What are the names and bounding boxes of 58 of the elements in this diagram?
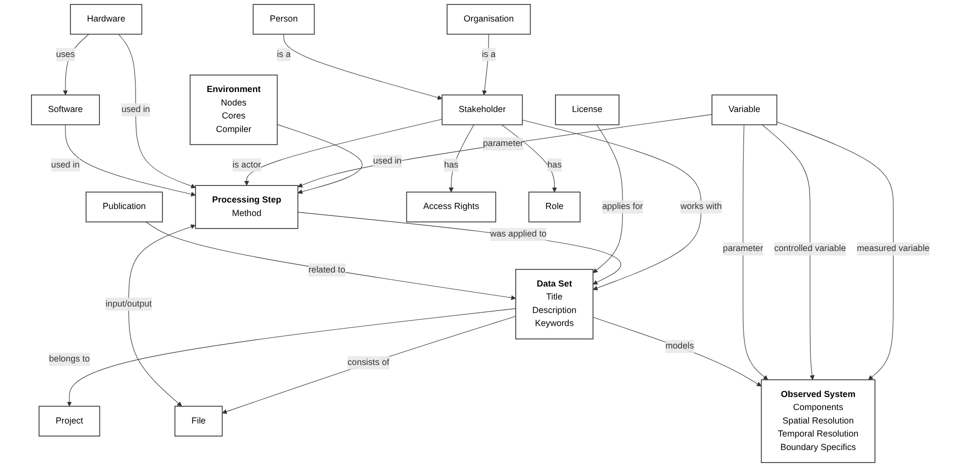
arrow: [592, 316, 762, 386]
arrow: [448, 124, 474, 192]
node-box: Data Set Title Description Keywords: [514, 268, 593, 340]
edge-label: applies for: [602, 202, 642, 212]
edge-label: measured variable: [856, 244, 930, 254]
arrow: [297, 212, 621, 285]
arrow: [742, 124, 768, 380]
edge-label: works with: [680, 202, 722, 212]
arrow: [145, 222, 516, 300]
node-box: Organisation: [446, 4, 530, 35]
arrow: [482, 34, 488, 96]
arrow: [128, 224, 196, 406]
edge-label: belongs to: [48, 354, 90, 364]
node-box: Project: [38, 406, 100, 436]
node-box: Variable: [711, 94, 777, 126]
edge-label: was applied to: [490, 229, 546, 239]
edge-label: parameter: [482, 138, 523, 148]
arrow: [66, 308, 516, 406]
edge-label: is a: [276, 50, 290, 60]
arrow: [592, 124, 622, 274]
node-box: File: [174, 406, 222, 436]
node-box: Stakeholder: [441, 94, 522, 126]
arrow: [62, 34, 89, 96]
node-box: Publication: [85, 192, 162, 222]
edge-label: used in: [372, 156, 402, 166]
edge-label: consists of: [347, 358, 389, 368]
node-box: Software: [30, 94, 100, 126]
arrow: [776, 122, 894, 380]
node-box: Observed System Components Spatial Resolution Temporal Resolution Boundary Specifics: [760, 379, 875, 463]
arrow: [297, 114, 712, 188]
arrow: [282, 34, 442, 100]
arrow: [761, 124, 814, 380]
arrow: [64, 124, 196, 197]
edge-label: controlled variable: [774, 244, 846, 254]
arrow: [522, 120, 701, 290]
arrow: [500, 124, 556, 192]
edge-label: parameter: [722, 244, 763, 254]
arrow: [276, 124, 362, 194]
node-box: License: [554, 94, 619, 126]
edge-label: has: [546, 160, 562, 170]
edge-label: has: [444, 160, 458, 170]
edge-label: is a: [481, 50, 496, 60]
node-box: Person: [252, 4, 314, 35]
edge-label: used in: [50, 160, 80, 170]
node-box: Hardware: [69, 4, 142, 35]
edge-label: related to: [308, 265, 345, 275]
node-box: Processing Step Method: [194, 185, 298, 229]
edge-label: uses: [56, 50, 74, 60]
node-box: Role: [528, 192, 580, 222]
node-box: Access Rights: [406, 192, 496, 222]
node-box: Environment Nodes Cores Compiler: [189, 74, 278, 146]
arrow: [118, 34, 196, 188]
edge-label: is actor: [232, 160, 260, 170]
arrow: [244, 118, 442, 186]
edge-label: used in: [120, 104, 150, 114]
edge-label: input/output: [105, 299, 152, 309]
edge-label: models: [664, 341, 694, 351]
arrow: [222, 316, 516, 414]
